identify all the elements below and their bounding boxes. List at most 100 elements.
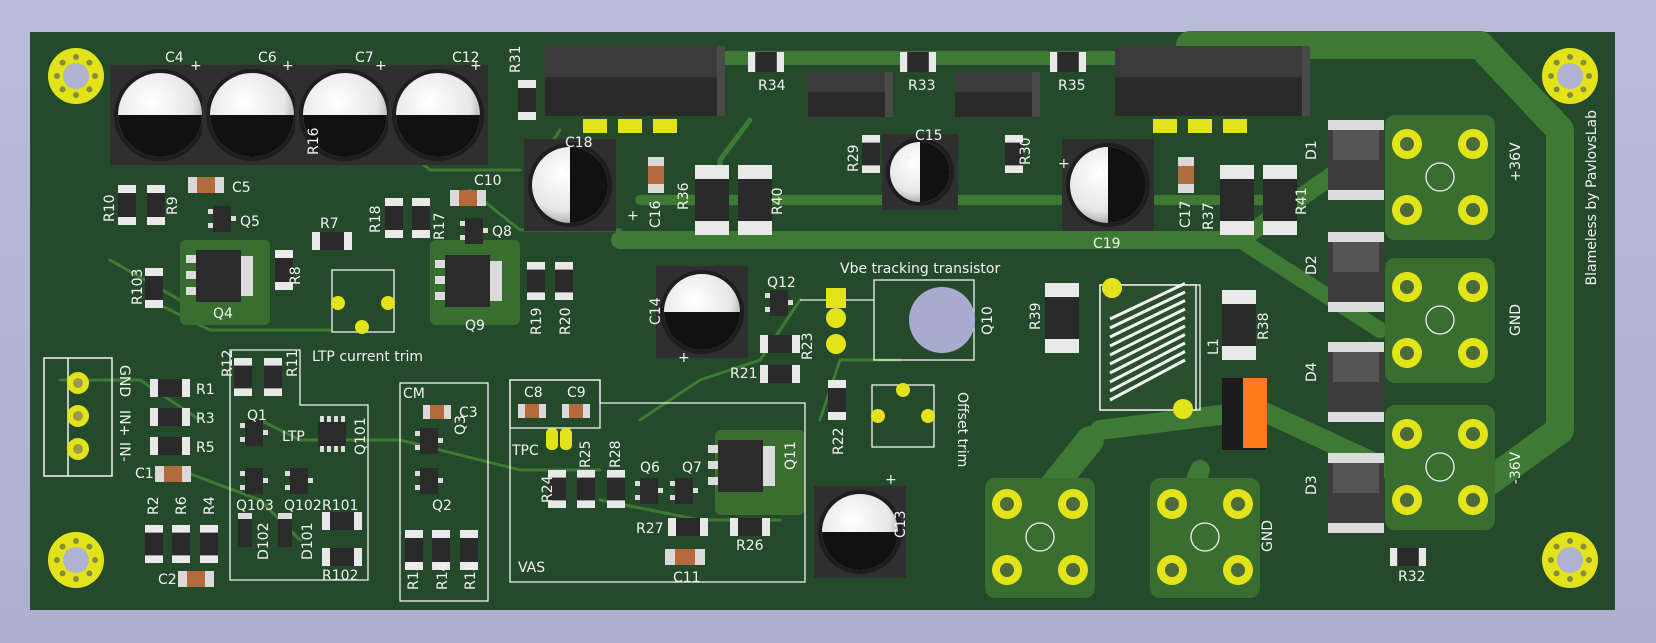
trim-pad	[331, 296, 345, 310]
designator-q6: Q6	[640, 460, 660, 476]
transistor-q2	[415, 468, 443, 494]
designator-c18: C18	[565, 135, 593, 151]
transistor-leg	[653, 119, 677, 133]
q10-pad	[826, 288, 846, 308]
power-terminal	[1392, 419, 1488, 515]
cm-label: CM	[403, 386, 425, 402]
designator-r17: R17	[432, 212, 448, 240]
designator-r34: R34	[758, 78, 786, 94]
transistor-q103	[240, 468, 268, 494]
resistor-r4	[200, 525, 218, 563]
designator-c8: C8	[524, 385, 543, 401]
designator-c2: C2	[158, 572, 177, 588]
designator-r38: R38	[1256, 312, 1272, 340]
resistor-r30	[1005, 135, 1023, 173]
designator-r30: R30	[1018, 137, 1034, 165]
resistor-r6	[172, 525, 190, 563]
designator-c6: C6	[258, 50, 277, 66]
designator-q8: Q8	[492, 224, 512, 240]
resistor-r23	[760, 335, 800, 353]
capacitor-c10	[450, 190, 486, 206]
to220-transistor	[808, 72, 893, 117]
designator-r31: R31	[508, 45, 524, 73]
resistor-r5	[150, 437, 190, 455]
trim-pad	[921, 409, 935, 423]
resistor-r2	[145, 525, 163, 563]
input-connector: GND IN+ IN-	[43, 357, 132, 477]
designator-r16: R16	[306, 127, 322, 155]
designator-d2: D2	[1304, 255, 1320, 275]
designator-r8: R8	[288, 266, 304, 285]
designator-r102: R102	[322, 568, 358, 584]
q10-vbe-transistor	[826, 287, 975, 354]
q10-pad	[826, 308, 846, 328]
polarity-mark: +	[902, 150, 914, 166]
polarity-mark: +	[885, 472, 897, 488]
polarity-mark: +	[1058, 156, 1070, 172]
power-connectors	[992, 129, 1488, 585]
designator-d101: D101	[300, 522, 316, 560]
designator-r20: R20	[558, 307, 574, 335]
designator-r19: R19	[529, 307, 545, 335]
transistor-q5	[208, 206, 236, 232]
capacitor-c5	[188, 177, 224, 193]
in-minus-label: IN-	[116, 442, 132, 462]
mounting-hole	[1542, 48, 1598, 104]
resistor-r1	[150, 379, 190, 397]
designator-r4: R4	[202, 496, 218, 515]
diode-d102	[238, 513, 252, 547]
electrolytic-caps	[110, 65, 1154, 578]
resistor-r21	[760, 365, 800, 383]
trim-pad	[871, 409, 885, 423]
capacitor-c1	[155, 466, 191, 482]
designator-q101: Q101	[353, 417, 369, 455]
capacitor-c16	[648, 157, 664, 193]
designator-r23: R23	[800, 332, 816, 360]
diode-d101	[278, 513, 292, 547]
designator-r11: R11	[285, 349, 301, 377]
designator-r12: R12	[220, 349, 236, 377]
minus36-label: -36V	[1508, 451, 1524, 484]
board-credit: Blameless by PavlovsLab	[1584, 110, 1600, 286]
resistor-r41	[1263, 165, 1297, 235]
ltp-label: LTP	[282, 429, 305, 445]
capacitor-c8	[518, 404, 546, 418]
capacitor-c3	[423, 405, 451, 419]
electrolytic-c12	[388, 65, 488, 165]
designator-c17: C17	[1178, 200, 1194, 228]
electrolytic-c18	[524, 139, 616, 231]
power-terminal	[1392, 272, 1488, 368]
designator-d102: D102	[256, 522, 272, 560]
in-plus-label: IN+	[116, 410, 132, 436]
designator-r27: R27	[636, 521, 664, 537]
designator-d4: D4	[1304, 362, 1320, 382]
designator-q10: Q10	[980, 306, 996, 335]
vbe-label: Vbe tracking transistor	[840, 261, 1000, 277]
designator-r35: R35	[1058, 78, 1086, 94]
to220-transistor	[1115, 46, 1310, 116]
polarity-mark: +	[282, 58, 294, 74]
mounting-hole	[1542, 532, 1598, 588]
resistor-r9	[147, 185, 165, 225]
diode-d2	[1328, 232, 1384, 312]
to220-transistor	[955, 72, 1040, 117]
designator-r39: R39	[1028, 302, 1044, 330]
designator-l1: L1	[1206, 338, 1222, 355]
resistor-r3	[150, 408, 190, 426]
resistor-r26	[730, 518, 770, 536]
electrolytic-c15	[882, 134, 958, 210]
status-led	[1222, 378, 1267, 450]
designator-r3: R3	[196, 411, 215, 427]
power-diodes	[1328, 120, 1384, 533]
designator-r36: R36	[676, 182, 692, 210]
diode-d4	[1328, 342, 1384, 422]
transistor-q8	[460, 218, 488, 244]
diode-d3	[1328, 453, 1384, 533]
capacitor-c2	[178, 571, 214, 587]
designator-r15: R15	[463, 562, 479, 590]
resistor-r8	[275, 250, 293, 290]
polarity-mark: +	[190, 58, 202, 74]
resistor-r102	[322, 548, 362, 566]
